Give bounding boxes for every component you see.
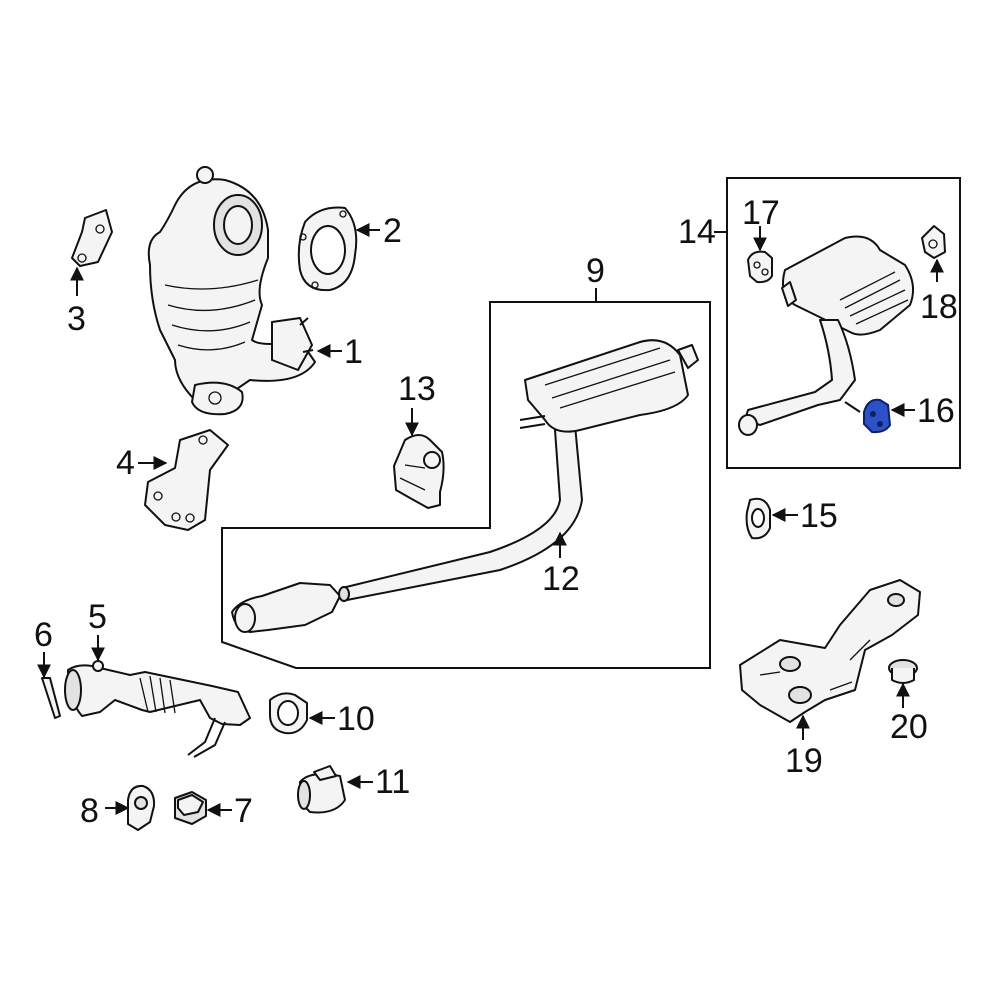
callout-2: 2 [383,212,402,250]
callout-6: 6 [34,616,53,654]
callout-8: 8 [80,792,99,830]
callout-16: 16 [917,392,955,430]
part-17-insulator[interactable] [747,250,773,284]
part-20-nut[interactable] [888,659,918,684]
callout-4: 4 [116,444,135,482]
part-2-gasket[interactable] [297,206,358,292]
callout-18: 18 [920,288,958,326]
group-box-9 [221,301,711,669]
part-10-gasket[interactable] [269,692,308,735]
part-12-intermediate-pipe[interactable] [231,339,699,633]
part-15-gasket[interactable] [745,497,771,540]
callout-9: 9 [586,252,605,290]
part-18-bracket[interactable] [921,225,946,259]
callout-15: 15 [800,497,838,535]
part-19-heat-shield[interactable] [739,579,921,723]
callout-13: 13 [398,370,436,408]
part-1-catalytic-converter[interactable] [147,166,316,416]
part-3-bracket[interactable] [71,209,113,267]
callout-12: 12 [542,560,580,598]
callout-17: 17 [742,194,780,232]
callout-1: 1 [344,333,363,371]
part-4-bracket[interactable] [144,429,229,531]
part-14-rear-muffler[interactable] [738,235,915,436]
part-16-hanger-insulator[interactable] [863,398,892,434]
callout-labels: 1 2 3 4 5 6 7 8 9 10 11 12 13 14 15 16 1… [34,194,958,830]
callout-10: 10 [337,700,375,738]
part-7-nut[interactable] [174,791,207,825]
group-box-14 [726,177,961,469]
part-6-gasket[interactable] [41,677,61,719]
part-13-hanger[interactable] [393,434,445,509]
callout-20: 20 [890,708,928,746]
callout-3: 3 [67,300,86,338]
callout-7: 7 [234,792,253,830]
callout-19: 19 [785,742,823,780]
callout-5: 5 [88,598,107,636]
leader-arrows [37,223,944,817]
part-11-clamp[interactable] [297,765,346,814]
callout-14: 14 [678,213,716,251]
part-5-front-pipe[interactable] [64,660,251,758]
part-8-bracket[interactable] [127,784,156,831]
callout-11: 11 [375,763,410,801]
